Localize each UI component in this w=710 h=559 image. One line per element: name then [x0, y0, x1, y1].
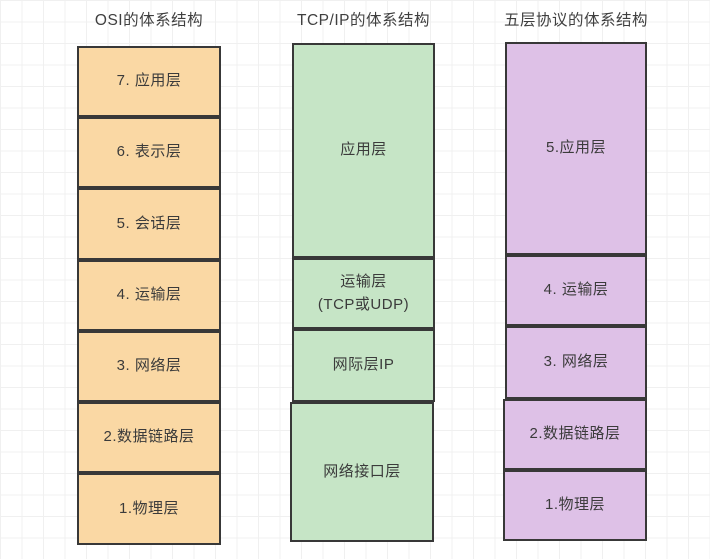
tcpip-column-title: TCP/IP的体系结构: [297, 12, 430, 29]
osi-column-title: OSI的体系结构: [94, 12, 204, 29]
osi-layer-2-datalink-box: 2.数据链路层: [77, 402, 221, 473]
fivelayer-2-datalink-box: 2.数据链路层: [503, 399, 647, 470]
fivelayer-5-application-box: 5.应用层: [505, 42, 647, 255]
tcpip-application-box: 应用层: [292, 43, 435, 258]
osi-layer-4-transport-box: 4. 运输层: [77, 260, 221, 331]
osi-layer-7-application-box: 7. 应用层: [77, 46, 221, 117]
tcpip-network-interface-box: 网络接口层: [290, 402, 434, 542]
tcpip-internet-box: 网际层IP: [292, 329, 435, 402]
five-layer-column-title: 五层协议的体系结构: [503, 12, 648, 29]
tcpip-transport-box: 运输层 (TCP或UDP): [292, 258, 435, 329]
fivelayer-3-network-box: 3. 网络层: [505, 326, 647, 399]
osi-layer-6-presentation-box: 6. 表示层: [77, 117, 221, 188]
osi-layer-1-physical-box: 1.物理层: [77, 473, 221, 545]
fivelayer-4-transport-box: 4. 运输层: [505, 255, 647, 326]
fivelayer-1-physical-box: 1.物理层: [503, 470, 647, 541]
osi-layer-3-network-box: 3. 网络层: [77, 331, 221, 402]
osi-layer-5-session-box: 5. 会话层: [77, 188, 221, 260]
